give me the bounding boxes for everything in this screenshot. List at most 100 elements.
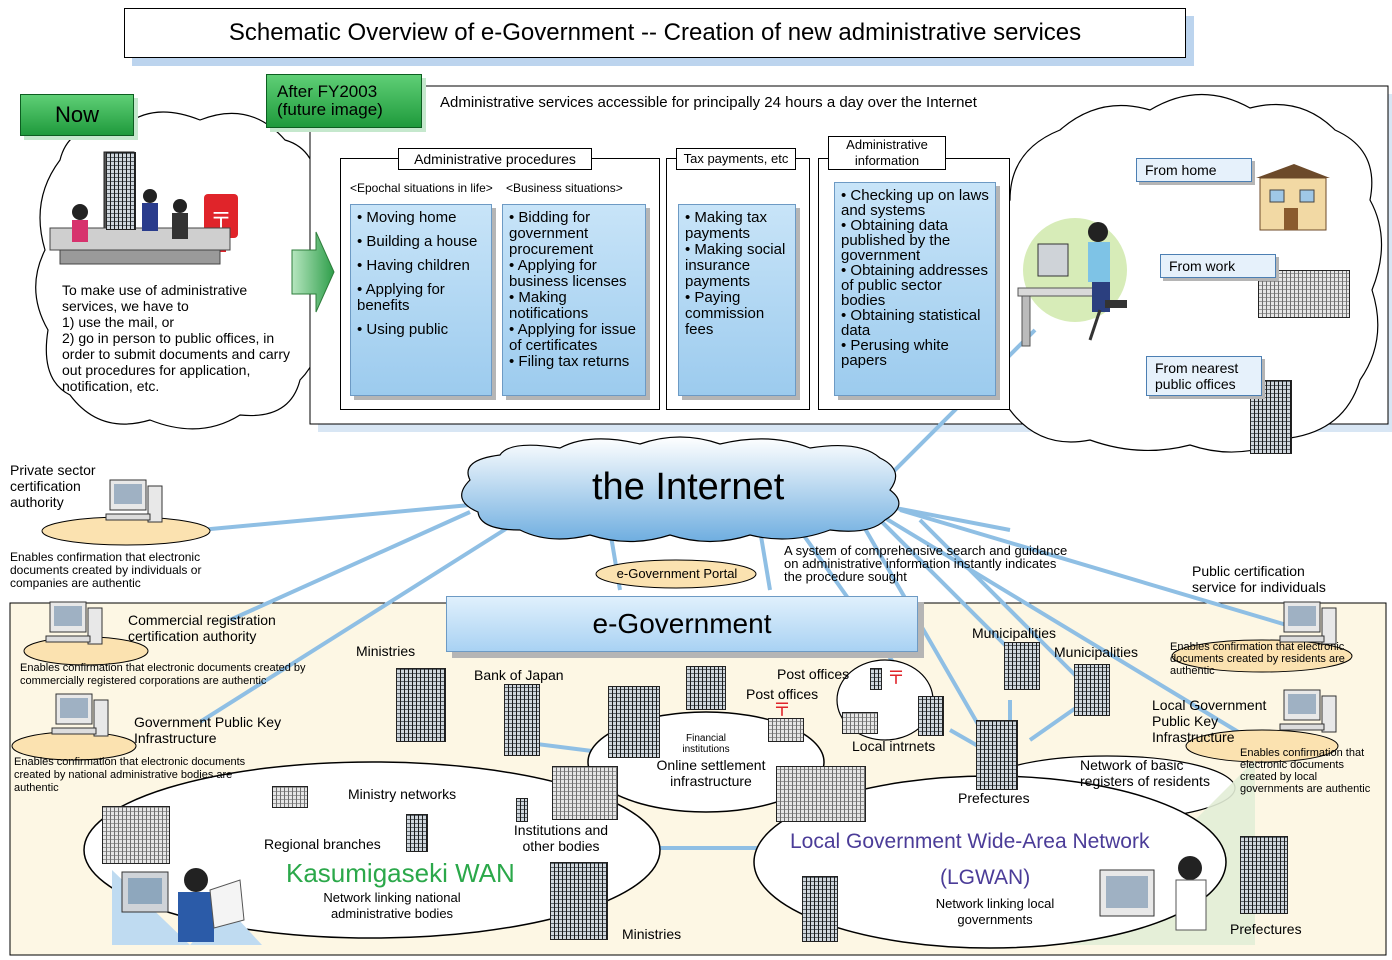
list-item: • Moving home	[357, 209, 457, 226]
building-icon	[550, 862, 608, 940]
ministries-bottom-label: Ministries	[622, 926, 682, 942]
kasumigaseki-subtitle: Network linking national administrative …	[323, 890, 461, 921]
list-item: • Building a house	[357, 233, 478, 250]
business-situations-list: • Bidding for government procurement • A…	[502, 204, 646, 396]
building-icon	[842, 712, 878, 734]
kasumigaseki-operator-icon	[121, 868, 245, 942]
post-offices-label-2: Post offices	[746, 686, 819, 702]
prefectures-bottom-label: Prefectures	[1230, 921, 1302, 937]
building-icon	[802, 876, 838, 942]
building-icon	[106, 152, 136, 230]
list-item: • Perusing white papers	[841, 337, 949, 369]
lgwan-title-line2: (LGWAN)	[940, 866, 1031, 889]
settlement-label: Online settlement infrastructure	[656, 757, 766, 789]
from-home-label: From home	[1136, 158, 1252, 182]
post-offices-label-1: Post offices	[777, 666, 850, 682]
building-icon	[768, 718, 804, 742]
diagram-title: Schematic Overview of e-Government -- Cr…	[124, 8, 1186, 58]
building-icon	[396, 668, 446, 742]
ca-computer-icons	[45, 479, 1337, 737]
life-situations-list: • Moving home • Building a house • Havin…	[350, 204, 492, 396]
future-label-line2: (future image)	[277, 100, 383, 119]
public-cert-label: Public certification service for individ…	[1192, 563, 1326, 595]
institutions-label: Institutions and other bodies	[513, 822, 609, 854]
list-item: • Obtaining data published by the govern…	[841, 217, 951, 264]
list-item: • Applying for business licenses	[509, 257, 627, 290]
list-item: • Checking up on laws and systems	[841, 187, 989, 219]
list-item: • Applying for benefits	[357, 281, 445, 314]
list-item: • Paying commission fees	[685, 289, 765, 338]
internet-label: the Internet	[592, 466, 785, 508]
life-situations-heading: <Epochal situations in life>	[350, 181, 493, 195]
list-item: • Making notifications	[509, 289, 589, 322]
list-item: • Obtaining statistical data	[841, 307, 981, 339]
business-situations-heading: <Business situations>	[506, 181, 623, 195]
person-at-computer-icon	[1017, 218, 1127, 347]
building-icon	[516, 798, 528, 822]
list-item: • Making tax payments	[685, 209, 767, 242]
ministry-networks-label: Ministry networks	[348, 786, 457, 802]
ministries-top-label: Ministries	[356, 643, 416, 659]
future-label: After FY2003 (future image)	[266, 74, 422, 128]
now-to-future-arrow	[291, 231, 335, 313]
house-icon	[1256, 164, 1330, 231]
svg-text:〒: 〒	[887, 668, 905, 689]
building-icon	[918, 696, 944, 736]
building-icon	[1240, 836, 1288, 914]
lgpki-label: Local Government Public Key Infrastructu…	[1152, 697, 1267, 745]
info-header: Administrative information	[828, 136, 946, 170]
commercial-ca-note: Enables confirmation that electronic doc…	[20, 662, 306, 687]
tax-header: Tax payments, etc	[676, 148, 796, 170]
building-icon	[686, 666, 726, 710]
building-icon	[976, 720, 1018, 790]
building-icon	[608, 686, 660, 758]
building-icon	[776, 766, 866, 822]
list-item: • Applying for issue of certificates	[509, 321, 636, 354]
tax-list: • Making tax payments • Making social in…	[678, 204, 796, 396]
municipalities-label-1: Municipalities	[972, 625, 1057, 641]
building-icon	[102, 806, 170, 864]
list-item: • Using public	[357, 321, 449, 338]
gpki-note: Enables confirmation that electronic doc…	[14, 756, 246, 794]
private-ca-note: Enables confirmation that electronic doc…	[10, 550, 202, 590]
post-office-mark-icon: 〒 〒	[773, 668, 905, 721]
building-icon	[1074, 664, 1110, 716]
lgwan-title-line1: Local Government Wide-Area Network	[790, 830, 1150, 853]
list-item: • Filing tax returns	[509, 353, 630, 370]
municipalities-label-2: Municipalities	[1054, 644, 1139, 660]
kasumigaseki-title: Kasumigaseki WAN	[286, 858, 515, 888]
prefectures-mid-label: Prefectures	[958, 790, 1030, 806]
now-description: To make use of administrative services, …	[62, 282, 290, 394]
public-cert-note: Enables confirmation that electronic doc…	[1170, 641, 1345, 677]
building-icon	[870, 668, 882, 690]
svg-text:〒: 〒	[773, 700, 791, 721]
list-item: • Making social insurance payments	[685, 241, 786, 290]
building-icon	[504, 684, 540, 756]
lgwan-operator-icon	[1099, 856, 1207, 931]
residents-network-label: Network of basic registers of residents	[1080, 757, 1210, 789]
building-icon	[552, 766, 618, 820]
egov-banner: e-Government	[446, 596, 918, 652]
portal-note: A system of comprehensive search and gui…	[784, 543, 1068, 584]
list-item: • Having children	[357, 257, 470, 274]
building-icon	[1258, 270, 1350, 318]
future-headline: Administrative services accessible for p…	[440, 94, 977, 111]
building-icon	[1004, 642, 1040, 690]
procedures-header: Administrative procedures	[398, 148, 592, 170]
building-icon	[406, 814, 428, 852]
lgwan-subtitle: Network linking local governments	[935, 896, 1055, 927]
from-work-label: From work	[1160, 254, 1276, 278]
internet-cloud	[461, 436, 900, 543]
private-ca-label: Private sector certification authority	[10, 462, 96, 510]
now-label-text: Now	[54, 102, 99, 127]
info-list: • Checking up on laws and systems • Obta…	[834, 182, 996, 396]
from-offices-label: From nearest public offices	[1146, 356, 1262, 396]
financial-institutions-label: Financial institutions	[682, 733, 730, 755]
portal-ellipse	[595, 559, 757, 589]
list-item: • Bidding for government procurement	[509, 209, 594, 258]
commercial-ca-label: Commercial registration certification au…	[128, 612, 276, 644]
bank-of-japan-label: Bank of Japan	[474, 667, 564, 683]
lgpki-note: Enables confirmation that electronic doc…	[1240, 747, 1371, 795]
regional-branches-label: Regional branches	[264, 836, 381, 852]
list-item: • Obtaining addresses of public sector b…	[841, 262, 989, 309]
